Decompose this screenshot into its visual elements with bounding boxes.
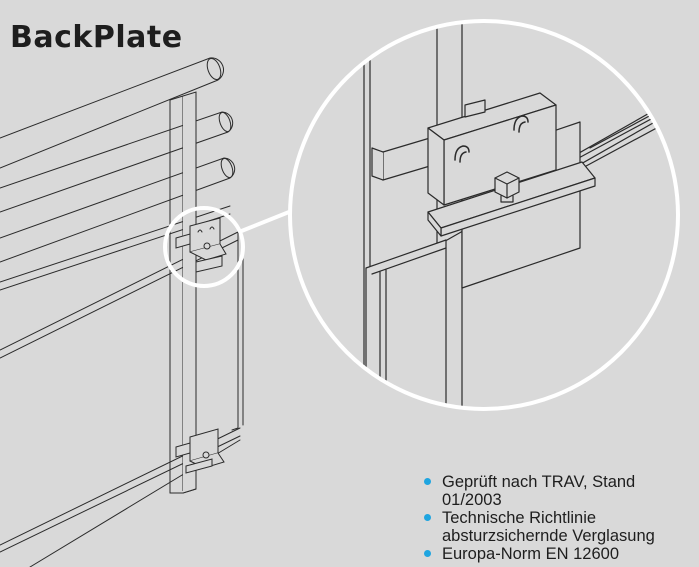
hex-bolt-icon [494, 171, 520, 203]
zoom-hooks [454, 115, 529, 163]
page-title: BackPlate [10, 20, 183, 55]
railing-overview [0, 57, 244, 567]
lower-clamp [175, 428, 225, 474]
upper-clamp [175, 217, 227, 273]
list-item: Geprüft nach TRAV, Stand 01/2003 [422, 473, 697, 509]
zoom-connector-line [238, 208, 295, 234]
glass-panel [0, 231, 244, 567]
list-item: Europa-Norm EN 12600 [422, 545, 697, 563]
feature-list: Geprüft nach TRAV, Stand 01/2003 Technis… [422, 473, 697, 563]
zoom-detail [288, 19, 680, 411]
handrail-tubes [0, 57, 236, 291]
list-item-label: Geprüft nach TRAV, Stand 01/2003 [442, 473, 636, 509]
bullet-dot-icon [424, 514, 431, 521]
zoom-spacer-block [464, 99, 486, 118]
bullet-dot-icon [424, 478, 431, 485]
list-item-label: Europa-Norm EN 12600 [442, 545, 620, 563]
bullet-dot-icon [424, 550, 431, 557]
list-item: Technische Richtlinie absturzsichernde V… [422, 509, 697, 545]
post [169, 91, 197, 494]
detail-highlight-circle [163, 206, 245, 288]
list-item-label: Technische Richtlinie absturzsichernde V… [442, 509, 655, 545]
